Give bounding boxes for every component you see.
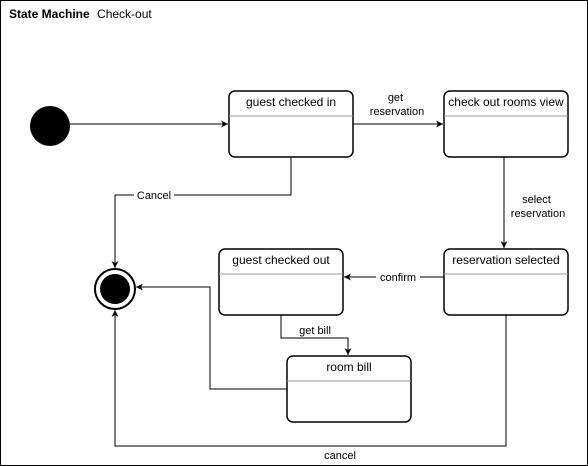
label-select-reservation-line2: reservation	[511, 208, 565, 220]
transition-cancel-upper[interactable]	[111, 157, 292, 268]
frame-title: State Machine Check-out	[9, 7, 152, 21]
label-bg-confirm	[376, 270, 420, 284]
label-select-reservation-line1: select	[522, 194, 551, 206]
state-room-bill[interactable]: room bill	[286, 355, 412, 423]
initial-state[interactable]	[30, 106, 70, 146]
label-cancel-lower: cancel	[324, 450, 356, 462]
state-label: guest checked in	[246, 95, 336, 109]
label-confirm: confirm	[380, 272, 416, 284]
state-check-out-rooms-view[interactable]: check out rooms view	[443, 90, 569, 158]
label-get-reservation-line2: reservation	[370, 106, 424, 118]
label-get-bill: get bill	[299, 325, 331, 337]
label-bg-get-bill	[294, 323, 336, 337]
label-bg-select-reservation	[508, 191, 568, 221]
frame-title-bold: State Machine	[9, 7, 90, 21]
label-cancel-upper: Cancel	[137, 190, 171, 202]
state-label: room bill	[326, 360, 371, 374]
label-bg-cancel-upper	[134, 188, 174, 202]
final-state[interactable]	[94, 268, 136, 310]
state-reservation-selected[interactable]: reservation selected	[443, 248, 569, 316]
label-select-reservation: select reservation	[511, 194, 565, 220]
state-guest-checked-out[interactable]: guest checked out	[218, 248, 344, 316]
label-get-reservation-line1: get	[388, 92, 403, 104]
label-get-reservation: get reservation	[370, 92, 424, 118]
state-guest-checked-in[interactable]: guest checked in	[228, 90, 354, 158]
frame-title-rest: Check-out	[97, 7, 152, 21]
state-label: reservation selected	[452, 253, 559, 267]
state-label: check out rooms view	[448, 95, 564, 109]
transition-get-bill[interactable]	[280, 315, 352, 355]
state-label: guest checked out	[232, 253, 330, 267]
final-state-core	[100, 274, 130, 304]
transition-room-bill-to-final[interactable]	[136, 283, 287, 390]
state-box	[443, 90, 569, 158]
transition-cancel-lower[interactable]	[111, 310, 507, 447]
